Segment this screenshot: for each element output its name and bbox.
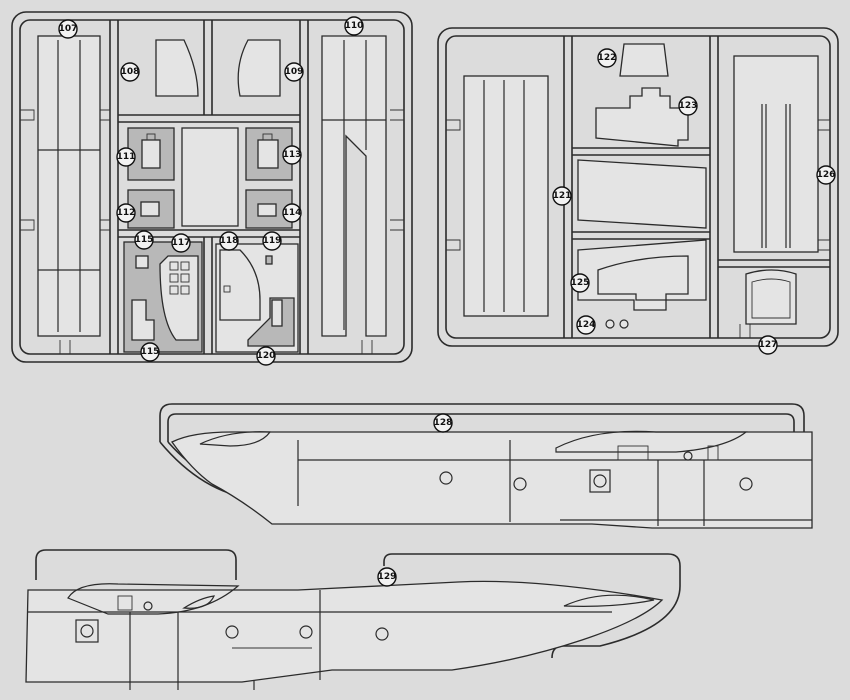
callout-115-upper: 115 [134,230,154,250]
part-111 [127,127,175,181]
svg-text:117: 117 [172,238,191,248]
part-124-hole [619,319,629,329]
svg-text:113: 113 [283,150,302,160]
svg-text:124: 124 [577,320,596,330]
callout-112: 112 [116,203,136,223]
part-123 [595,87,689,147]
callout-119: 119 [262,231,282,251]
svg-text:123: 123 [679,101,698,111]
svg-text:112: 112 [117,208,136,218]
part-107 [37,35,101,337]
part-113 [245,127,293,181]
callout-107: 107 [58,19,78,39]
svg-text:126: 126 [817,170,836,180]
part-125 [577,239,707,311]
fuselage-128 [159,403,813,529]
svg-text:128: 128 [434,418,453,428]
callout-125: 125 [570,273,590,293]
svg-text:120: 120 [257,351,276,361]
part-109 [237,39,281,97]
svg-text:121: 121 [553,191,572,201]
svg-text:127: 127 [759,340,778,350]
callout-123: 123 [678,96,698,116]
callout-109: 109 [284,62,304,82]
center-bay [181,127,239,227]
part-122 [619,43,669,77]
callout-117: 117 [171,233,191,253]
wedge-panel [577,159,707,229]
part-121 [463,75,549,317]
callout-126: 126 [816,165,836,185]
callout-127: 127 [758,335,778,355]
svg-text:122: 122 [598,53,617,63]
callout-108: 108 [120,62,140,82]
svg-text:114: 114 [283,208,302,218]
svg-text:115: 115 [141,347,160,357]
parts-118-120-bay [215,243,299,353]
callout-129: 129 [377,567,397,587]
part-126 [733,55,819,253]
callout-124: 124 [576,315,596,335]
svg-text:115: 115 [135,235,154,245]
svg-text:129: 129 [378,572,397,582]
parts-115-117-bay [123,241,203,353]
svg-text:110: 110 [345,21,364,31]
callout-122: 122 [597,48,617,68]
svg-text:118: 118 [220,236,239,246]
svg-text:125: 125 [571,278,590,288]
svg-text:119: 119 [263,236,282,246]
callout-120: 120 [256,346,276,366]
callout-110: 110 [344,16,364,36]
callout-111: 111 [116,147,136,167]
svg-text:111: 111 [117,152,136,162]
part-124 [605,319,615,329]
callout-113: 113 [282,145,302,165]
svg-text:108: 108 [121,67,140,77]
callout-115-lower: 115 [140,342,160,362]
part-127 [745,269,797,325]
callout-128: 128 [433,413,453,433]
callout-121: 121 [552,186,572,206]
callout-118: 118 [219,231,239,251]
svg-text:107: 107 [59,24,78,34]
part-112 [127,189,175,229]
callout-layer: 107 108 109 110 111 112 113 114 115 115 … [58,16,836,587]
fuselage-129 [25,549,681,690]
svg-text:109: 109 [285,67,304,77]
part-108 [155,39,199,97]
callout-114: 114 [282,203,302,223]
part-110 [321,35,387,337]
